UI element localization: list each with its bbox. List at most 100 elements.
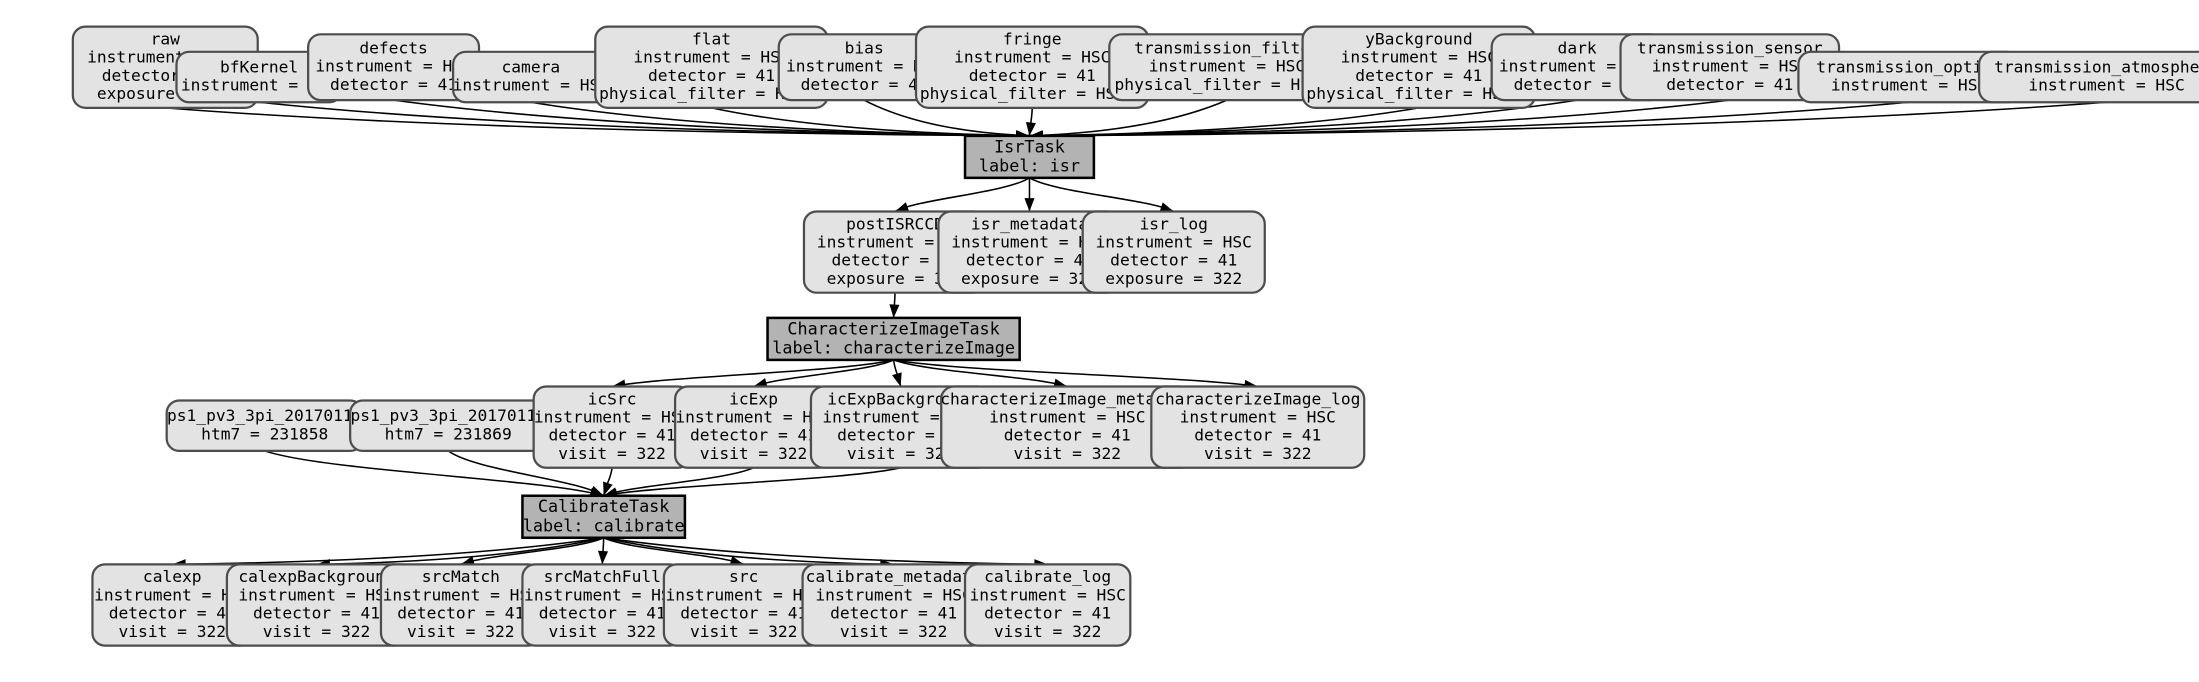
node-title: fringe bbox=[1003, 29, 1062, 48]
node-dimension: instrument = HSC bbox=[2028, 76, 2184, 95]
node-dimension: htm7 = 231858 bbox=[201, 424, 328, 443]
node-title: calexp bbox=[143, 567, 202, 586]
node-dimension: detector = 41 bbox=[549, 426, 676, 445]
graph-edge bbox=[1029, 101, 2107, 141]
node-dimension: instrument = HSC bbox=[238, 585, 394, 604]
dataset-node-box bbox=[1977, 50, 2199, 104]
dataset-node-box bbox=[963, 563, 1132, 647]
node-title: characterizeImage_log bbox=[1155, 389, 1360, 408]
edge-line bbox=[316, 537, 604, 566]
edge-layer bbox=[165, 99, 2107, 570]
node-dimension: detector = 41 bbox=[969, 66, 1096, 85]
node-dimension: instrument = HSC bbox=[1831, 76, 1987, 95]
node-dimension: visit = 322 bbox=[263, 622, 371, 641]
node-title: postISRCCD bbox=[846, 214, 944, 233]
node-dimension: instrument = HSC bbox=[1149, 57, 1305, 76]
node-dimension: detector = 41 bbox=[830, 604, 957, 623]
node-title: transmission_atmosphere bbox=[1994, 57, 2199, 76]
graph-edge bbox=[603, 466, 901, 499]
node-dimension: instrument = HSC bbox=[524, 585, 680, 604]
edge-line bbox=[603, 466, 901, 497]
node-title: transmission_sensor bbox=[1637, 39, 1823, 58]
edge-line bbox=[603, 537, 894, 566]
node-dimension: detector = 41 bbox=[1666, 75, 1793, 94]
node-dimension: detector = 41 bbox=[253, 604, 380, 623]
node-dimension: label: isr bbox=[979, 155, 1080, 175]
node-title: icSrc bbox=[588, 389, 637, 408]
node-dimension: instrument = HSC bbox=[675, 408, 831, 427]
edge-line bbox=[893, 359, 1258, 388]
node-title: transmission_optics bbox=[1816, 57, 2002, 76]
node-dimension: visit = 322 bbox=[847, 444, 955, 463]
node-dimension: visit = 322 bbox=[558, 444, 666, 463]
graph-edge bbox=[165, 107, 1030, 141]
node-dimension: detector = 41 bbox=[1514, 75, 1641, 94]
node-dimension: instrument = HSC bbox=[383, 585, 539, 604]
node-dimension: detector = 41 bbox=[1194, 426, 1321, 445]
node-title: icExpBackground bbox=[827, 389, 974, 408]
graph-edge bbox=[447, 450, 605, 497]
edge-arrowhead bbox=[589, 485, 604, 496]
edge-line bbox=[603, 467, 754, 497]
node-dimension: instrument = HSC bbox=[181, 76, 337, 95]
graph-edge bbox=[611, 359, 894, 390]
task-node-box bbox=[963, 134, 1096, 180]
node-dimension: detector = 41 bbox=[680, 604, 807, 623]
node-dimension: visit = 322 bbox=[700, 444, 808, 463]
edge-line bbox=[894, 177, 1030, 213]
node-dimension: instrument = HSC bbox=[951, 232, 1107, 251]
node-title: bias bbox=[845, 39, 884, 58]
graph-edge bbox=[893, 359, 1258, 390]
node-dimension: physical_filter = HSC-Y bbox=[1115, 75, 1340, 94]
graph-edge bbox=[602, 467, 613, 496]
node-dimension: instrument = HSC bbox=[633, 48, 789, 67]
node-dimension: instrument = HSC bbox=[954, 48, 1110, 67]
node-dimension: detector = 41 bbox=[801, 75, 928, 94]
node-dimension: instrument = HSC bbox=[94, 585, 250, 604]
node-dimension: detector = 41 bbox=[966, 251, 1093, 270]
node-title: srcMatch bbox=[422, 567, 500, 586]
node-title: CalibrateTask bbox=[538, 496, 669, 516]
node-dimension: visit = 322 bbox=[1204, 444, 1312, 463]
graph-edge bbox=[894, 177, 1030, 213]
node-title: camera bbox=[502, 57, 561, 76]
node-title: yBackground bbox=[1365, 29, 1473, 48]
node-title: icExp bbox=[729, 389, 778, 408]
node-dimension: htm7 = 231869 bbox=[385, 424, 512, 443]
edge-arrowhead bbox=[889, 304, 900, 318]
node-dimension: detector = 41 bbox=[109, 604, 236, 623]
edge-arrowhead bbox=[1159, 202, 1174, 212]
node-title: defects bbox=[359, 39, 427, 58]
node-dimension: visit = 322 bbox=[994, 622, 1102, 641]
node-dimension: instrument = HSC bbox=[1499, 57, 1655, 76]
